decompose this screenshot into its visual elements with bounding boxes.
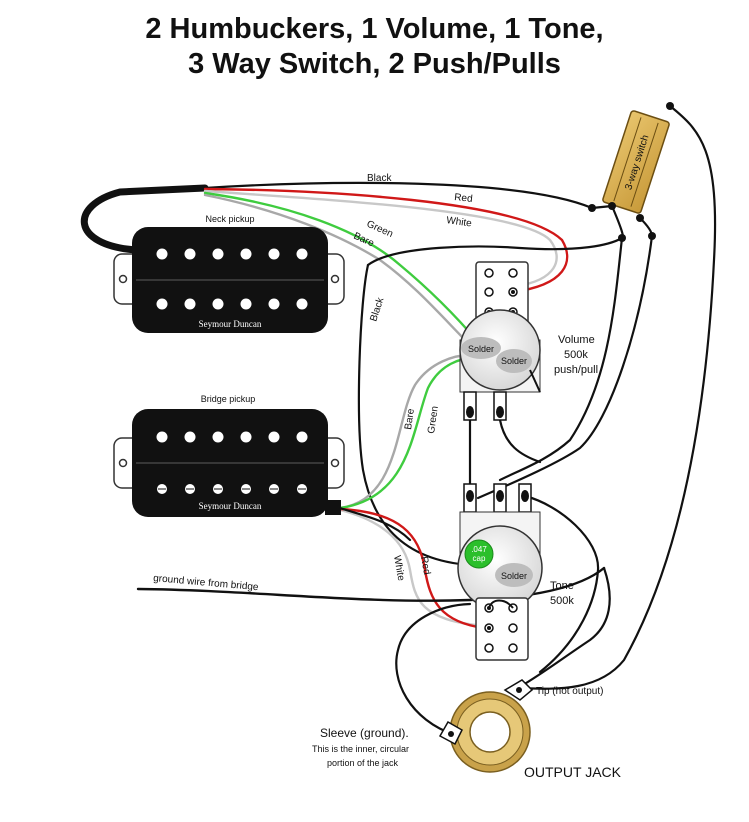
label-output-jack: OUTPUT JACK <box>524 764 622 780</box>
tone-cap-line1: .047 <box>471 545 487 554</box>
wire-black-side <box>366 236 624 267</box>
volume-pot: Solder Solder Volume 500k push/pull <box>459 261 598 421</box>
bridge-mount-screw-right <box>330 458 340 468</box>
bridge-pickup-label: Bridge pickup <box>201 394 256 404</box>
volume-solder-b-label: Solder <box>501 356 527 366</box>
wire-bare-mid <box>338 353 472 510</box>
volume-solder-a-label: Solder <box>468 344 494 354</box>
label-tip: Tip (hot output) <box>536 686 603 697</box>
bridge-screw-polepieces <box>156 483 308 495</box>
tone-cap-line2: cap <box>473 554 486 563</box>
wire-green-mid <box>338 355 480 510</box>
tone-label-line1: Tone <box>550 580 574 592</box>
tone-capacitor <box>464 539 494 569</box>
wire-tone-lug <box>523 494 600 674</box>
switch-lugs <box>588 102 674 242</box>
neck-pickup-label: Neck pickup <box>205 214 254 224</box>
neck-pickup-brand: Seymour Duncan <box>199 319 262 329</box>
label-white-top: White <box>446 215 473 230</box>
volume-solder-blob-a <box>461 337 501 359</box>
wire-red-low <box>338 507 486 630</box>
wire-white-top <box>203 189 558 288</box>
label-sleeve-line2: portion of the jack <box>327 758 399 768</box>
title-line-2: 3 Way Switch, 2 Push/Pulls <box>188 48 561 80</box>
wire-switch-2 <box>610 204 624 240</box>
neck-pickup-cable <box>80 184 209 254</box>
wire-black-vol-ground <box>357 263 472 567</box>
neck-polepieces <box>156 248 308 310</box>
label-white-low: White <box>391 555 406 583</box>
wire-red-top <box>203 187 569 294</box>
volume-label-line2: 500k <box>564 349 588 361</box>
jack-hole <box>469 711 511 753</box>
label-bare-mid: Bare <box>403 408 417 431</box>
volume-label-line1: Volume <box>558 334 595 346</box>
label-sleeve-line1: This is the inner, circular <box>312 744 409 754</box>
wire-vol-tone-2 <box>498 418 542 464</box>
volume-pot-lugs <box>463 369 541 421</box>
label-red-low: Red <box>418 556 432 576</box>
diagram-title: 2 Humbuckers, 1 Volume, 1 Tone, 3 Way Sw… <box>0 12 749 82</box>
volume-label-line3: push/pull <box>554 364 598 376</box>
wire-tip <box>516 566 611 690</box>
neck-mount-screw-right <box>330 274 340 284</box>
wire-bare-top <box>203 193 472 347</box>
label-black-top: Black <box>367 173 392 184</box>
three-way-switch: 3-way switch <box>588 102 674 242</box>
label-green-mid: Green <box>426 405 441 434</box>
bridge-cable-exit <box>325 500 341 515</box>
volume-solder-blob-b <box>496 349 532 373</box>
label-black-side: Black <box>368 295 386 323</box>
bridge-polepieces <box>156 431 308 443</box>
wire-black-top <box>203 181 594 210</box>
tone-solder-blob <box>495 563 533 587</box>
wire-switch-down <box>476 234 654 500</box>
jack-labels: Tip (hot output) Sleeve (ground). This i… <box>312 686 622 780</box>
wire-black-low <box>338 506 412 542</box>
label-sleeve-title: Sleeve (ground). <box>320 726 409 740</box>
wires <box>80 104 717 737</box>
tone-pot-lugs <box>463 483 532 513</box>
neck-pickup: Neck pickup Seymour Duncan <box>113 214 345 333</box>
tone-pot: .047 cap Solder Tone 500k <box>457 483 574 661</box>
tone-label-line2: 500k <box>550 595 574 607</box>
switch-body <box>602 110 670 214</box>
wire-switch-hot <box>518 104 717 690</box>
neck-mount-screw-left <box>118 274 128 284</box>
wire-white-low <box>338 508 486 628</box>
wire-green-top <box>203 191 480 344</box>
wire-sleeve <box>395 602 472 737</box>
output-jack <box>438 679 534 773</box>
tone-pushpull-switch <box>475 597 529 661</box>
bridge-pickup: Bridge pickup Seymour Duncan <box>113 394 345 517</box>
bridge-pickup-brand: Seymour Duncan <box>199 501 262 511</box>
wire-switch-to-vol <box>498 236 624 482</box>
title-line-1: 2 Humbuckers, 1 Volume, 1 Tone, <box>145 13 604 45</box>
label-red-top: Red <box>454 192 473 205</box>
ground-wire <box>136 566 606 602</box>
tone-solder-label: Solder <box>501 571 527 581</box>
bridge-mount-screw-left <box>118 458 128 468</box>
